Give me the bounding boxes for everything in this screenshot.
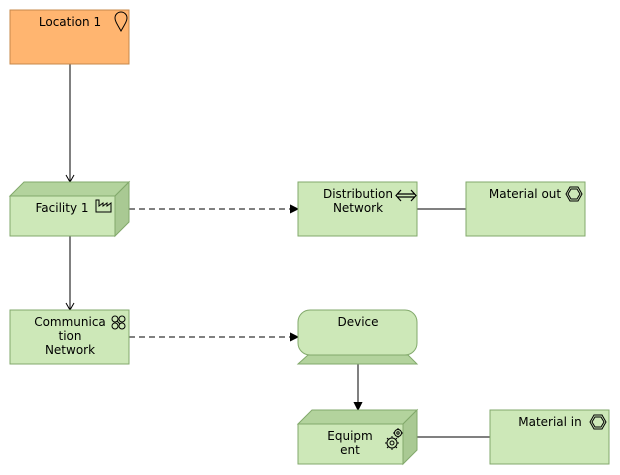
node-device[interactable]: Device — [296, 309, 419, 365]
edges — [65, 64, 490, 438]
node-distribution-label-1: Distribution — [323, 187, 393, 201]
node-communication-label-1: Communica — [34, 315, 106, 329]
node-communication[interactable]: Communica tion Network — [9, 309, 130, 365]
node-facility-label: Facility 1 — [35, 201, 88, 215]
gears-icon — [385, 428, 403, 450]
node-material-out-label: Material out — [489, 187, 562, 201]
node-communication-label-3: Network — [45, 343, 95, 357]
hexagon-icon — [589, 414, 607, 430]
node-material-in-label: Material in — [518, 415, 582, 429]
bidirectional-arrow-icon — [395, 189, 417, 202]
node-distribution[interactable]: Distribution Network — [297, 181, 418, 237]
node-communication-label-2: tion — [59, 329, 82, 343]
hexagon-icon — [565, 186, 583, 202]
node-material-out[interactable]: Material out — [465, 181, 586, 237]
node-facility[interactable]: Facility 1 — [8, 180, 131, 238]
node-equipment-label-2: ent — [340, 443, 360, 457]
node-distribution-label-2: Network — [333, 201, 383, 215]
network-icon — [111, 315, 126, 330]
factory-icon — [95, 199, 112, 213]
node-location-label: Location 1 — [39, 15, 101, 29]
node-equipment[interactable]: Equipm ent — [296, 408, 419, 466]
node-device-label: Device — [337, 315, 378, 329]
node-location[interactable]: Location 1 — [9, 9, 130, 65]
node-material-in[interactable]: Material in — [489, 409, 610, 465]
location-pin-icon — [114, 11, 128, 33]
node-equipment-label-1: Equipm — [327, 429, 372, 443]
